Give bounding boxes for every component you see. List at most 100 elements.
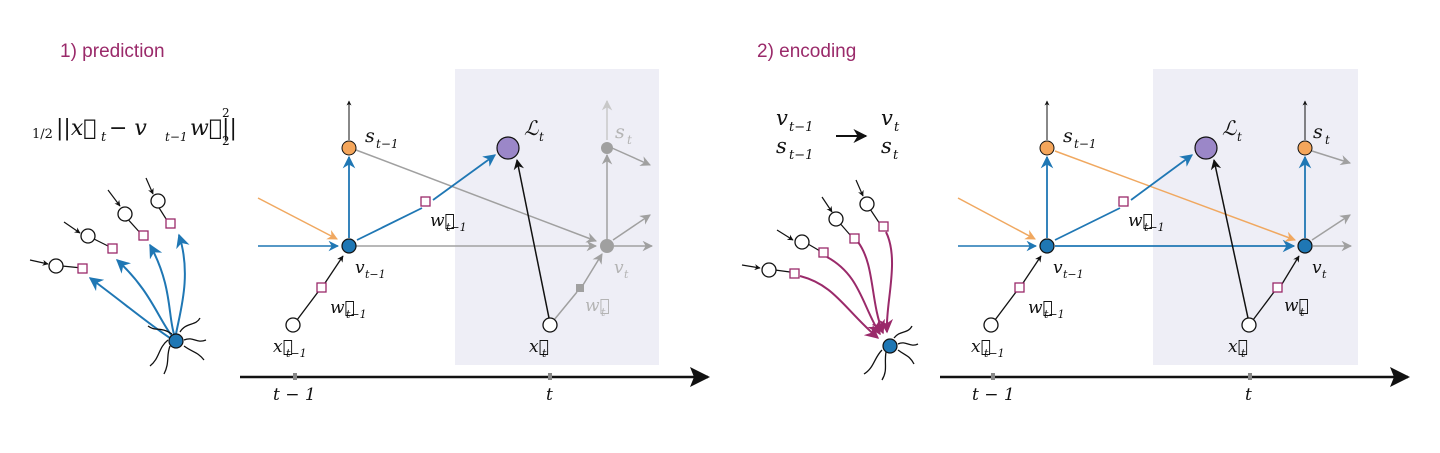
label-v-t-sub: t: [1322, 268, 1327, 281]
update-v-from: v: [776, 106, 788, 130]
tick-label: t − 1: [273, 385, 316, 405]
label-w-t: w⃗: [585, 296, 610, 316]
future-gray: [355, 99, 654, 321]
synapse: [1272, 282, 1283, 293]
labels: s t−1 ℒ t s t w⃗ t−1 v t−1 v t w⃗ t−1 w⃗…: [273, 116, 632, 360]
update-v-to: v: [881, 106, 893, 130]
label-s-prev-sub: t−1: [376, 137, 399, 151]
orange-input: [957, 197, 1036, 240]
input-node: [48, 258, 64, 274]
label-loss-sub: t: [539, 130, 544, 144]
v-t-node: [600, 239, 614, 253]
synapse-future: [576, 284, 584, 292]
s-t-node: [601, 142, 613, 154]
x-t-arrow: [1281, 255, 1300, 285]
update-s-to: s: [881, 134, 892, 158]
synapse: [878, 221, 889, 232]
label-v-prev-sub: t−1: [1063, 268, 1084, 281]
s-prev-node: [341, 140, 357, 156]
v-prev-node: [341, 238, 357, 254]
synapse: [316, 282, 327, 293]
input-node: [828, 211, 844, 227]
label-w-prev-bottom-sub: t−1: [346, 308, 367, 321]
s-prev-node: [1039, 140, 1055, 156]
x-to-loss-arrow: [1210, 158, 1249, 319]
panel-prediction: 1) prediction 1/2 ||x⃗ t − v t−1 w⃗|| 2 …: [29, 41, 710, 405]
label-x-prev-sub: t−1: [984, 347, 1005, 360]
orange-input: [257, 197, 338, 240]
update-s-to-sub: t: [893, 148, 899, 163]
v-to-loss-arrow: [1054, 207, 1121, 241]
label-s-prev: s: [1063, 125, 1073, 147]
label-x-prev: x⃗: [273, 337, 293, 357]
x-t-node: [1241, 317, 1257, 333]
label-x-t: x⃗: [529, 337, 549, 357]
formula-w: w⃗||: [190, 116, 237, 141]
update-rule: v t−1 s t−1 v t s t: [776, 106, 900, 163]
x-prev-arrow: [1022, 255, 1042, 284]
label-s-t-sub: t: [1325, 133, 1330, 147]
x-prev-node: [285, 317, 301, 333]
current-step-shade: [455, 69, 659, 365]
label-v-t: v: [614, 258, 624, 278]
input-arrows: [29, 177, 154, 266]
panel-title: 1) prediction: [60, 41, 165, 62]
label-loss-sub: t: [1237, 130, 1242, 144]
synapse: [1118, 196, 1129, 207]
formula-x-sub: t: [101, 130, 107, 145]
formula-sub: 2: [222, 134, 230, 148]
label-s-t-sub: t: [627, 133, 632, 147]
input-node: [761, 262, 777, 278]
x-to-loss-arrow: [513, 158, 550, 319]
formula-sup: 2: [222, 106, 230, 120]
label-loss: ℒ: [524, 116, 539, 140]
label-v-prev-sub: t−1: [365, 268, 386, 281]
loss-node: [1194, 136, 1218, 160]
synapse: [818, 247, 829, 258]
future-arrow: [1311, 214, 1351, 241]
label-w-t: w⃗: [1284, 296, 1309, 316]
label-s-t: s: [615, 121, 625, 143]
panel-encoding: 2) encoding v t−1 s t−1 v t s t: [741, 41, 1410, 405]
v-to-loss-arrow: [356, 207, 423, 241]
label-w-prev-top: w⃗: [1128, 211, 1153, 231]
update-s-from-sub: t−1: [789, 148, 813, 163]
soma: [168, 333, 184, 349]
input-node: [859, 196, 875, 212]
label-x-prev: x⃗: [971, 337, 991, 357]
tick-label: t: [546, 385, 553, 405]
x-prev-node: [983, 317, 999, 333]
label-loss: ℒ: [1222, 116, 1237, 140]
synapse: [420, 196, 431, 207]
loss-formula: 1/2 ||x⃗ t − v t−1 w⃗|| 2 2: [32, 106, 237, 148]
tick-mark: [991, 373, 995, 380]
label-w-prev-top: w⃗: [430, 211, 455, 231]
synapse: [138, 230, 149, 241]
label-w-t-sub: t: [1300, 306, 1305, 319]
synapse: [107, 243, 118, 254]
tick-label: t − 1: [972, 385, 1015, 405]
formula-x: ||x⃗: [56, 116, 96, 141]
input-node: [117, 206, 133, 222]
formula-minus-v: − v: [109, 116, 147, 141]
soma: [882, 338, 898, 354]
synapse: [77, 263, 88, 274]
update-s-from: s: [776, 134, 787, 158]
synapse: [789, 268, 800, 279]
label-w-prev-top-sub: t−1: [1144, 221, 1165, 234]
label-x-t-sub: t: [1241, 347, 1246, 360]
tick-mark: [1248, 373, 1252, 380]
neuron-prediction: [29, 177, 207, 375]
label-w-prev-top-sub: t−1: [446, 221, 467, 234]
formula-fraction: 1/2: [32, 127, 53, 142]
loss-node: [496, 136, 520, 160]
x-t-edge: [1252, 291, 1275, 321]
label-v-t-sub: t: [624, 268, 629, 281]
synapse: [849, 233, 860, 244]
panel-title: 2) encoding: [757, 41, 856, 62]
label-v-prev: v: [355, 258, 365, 278]
tick-label: t: [1245, 385, 1252, 405]
x-prev-edge: [296, 291, 319, 321]
label-w-prev-bottom: w⃗: [1028, 298, 1053, 318]
